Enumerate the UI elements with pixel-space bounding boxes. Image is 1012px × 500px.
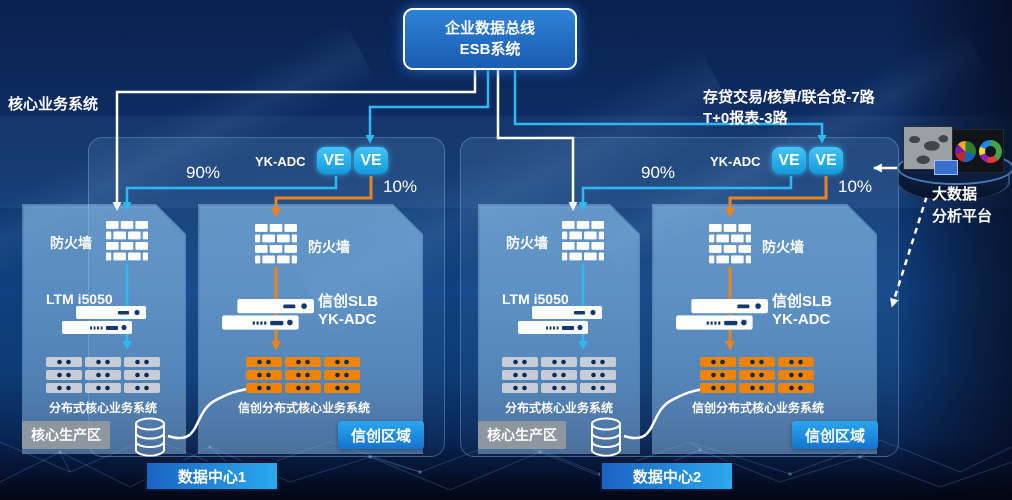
route-note: 存贷交易/核算/联合贷-7路 T+0报表-3路 [703,86,875,128]
platform-mini-screen [934,160,958,175]
dc1-z1-load-balancer-icon [62,306,146,338]
dc2-ve-badges: VE VE [772,147,843,174]
dc2-yk-adc-label: YK-ADC [710,154,761,169]
dc1-z2-server-rack-icon [246,357,282,393]
dc1-z2-server-rack-icon [285,357,321,393]
dc1-ve-badges: VE VE [317,147,388,174]
dc1-percent-90: 90% [186,163,221,182]
donut-chart-icon [979,139,1002,163]
dc1-z1-lb-label: LTM i5050 [46,291,113,307]
dc1-z1-zone-badge: 核心生产区 [22,421,110,449]
dc1-z1-firewall-icon [106,221,148,261]
dc2-z2-firewall-icon [709,224,751,264]
core-business-system-title: 核心业务系统 [8,96,99,113]
esb-title-line1: 企业数据总线 [444,20,535,37]
dc1-z1-servers-label: 分布式核心业务系统 [48,401,157,415]
bigdata-label-line1: 大数据 [932,186,978,203]
dc1-z2-zone-badge: 信创区域 [338,421,424,449]
dc2-ve-badge-2: VE [809,147,843,174]
dc2-z2-server-rack-icon [778,357,814,393]
dc2-z1-firewall-icon [562,221,604,261]
dc2-z2-lb-label1: 信创SLB [772,293,833,310]
dc2-percent-90: 90% [641,163,676,182]
dc2-z1-firewall-label: 防火墙 [506,235,548,251]
dc1-z2-lb-label1: 信创SLB [318,293,379,310]
dc2-z1-zone-badge: 核心生产区 [478,421,566,449]
route-note-line1: 存贷交易/核算/联合贷-7路 [703,89,875,106]
dc2-z1-load-balancer-icon [518,306,602,338]
dc1-z2-load-balancer-icon [222,299,314,334]
dc2-z2-server-rack-icon [700,357,736,393]
dc2-z2-lb-label2: YK-ADC [772,311,831,328]
dc1-z1-firewall-label: 防火墙 [50,235,92,251]
dc2-z2-server-rack-icon [739,357,775,393]
dc1-z2-firewall-label: 防火墙 [308,239,350,255]
dc1-z1-server-rack-icon [85,357,121,393]
dc1-ve-badge-1: VE [317,147,351,174]
bigdata-platform-label: 大数据 分析平台 [932,184,992,228]
esb-title-line2: ESB系统 [459,41,521,58]
dc1-z2-lb-label2: YK-ADC [318,311,377,328]
dc2-z2-lb-labels: 信创SLB YK-ADC [772,293,832,329]
dc2-z1-lb-label: LTM i5050 [502,291,569,307]
dc1-yk-adc-label: YK-ADC [255,154,306,169]
dc2-database-icon [589,417,623,457]
dc2-ve-badge-1: VE [772,147,806,174]
dc1-z1-server-rack-icon [46,357,82,393]
dc2-z2-zone-badge: 信创区域 [792,421,878,449]
dc2-z1-server-rack-icon [502,357,538,393]
dc1-ve-badge-2: VE [354,147,388,174]
dc1-z1-server-rack-icon [124,357,160,393]
dc1-z2-lb-labels: 信创SLB YK-ADC [318,293,378,329]
dc2-core-production-zone [478,204,640,454]
dc1-percent-10: 10% [383,177,418,196]
dc1-database-icon [133,417,167,457]
dc2-z2-servers-label: 信创分布式核心业务系统 [691,401,824,415]
charts-dashboard-icon [952,129,1004,173]
dc1-z2-servers-label: 信创分布式核心业务系统 [237,401,370,415]
pie-chart-icon [955,140,976,162]
dc2-z2-firewall-label: 防火墙 [762,239,804,255]
dc2-z1-server-rack-icon [541,357,577,393]
bigdata-label-line2: 分析平台 [932,208,993,225]
dc1-z2-server-rack-icon [324,357,360,393]
dc2-z2-load-balancer-icon [676,299,768,334]
dc1-z2-firewall-icon [255,224,297,264]
dc2-percent-10: 10% [838,177,873,196]
datacenter2-badge: 数据中心2 [600,461,734,491]
esb-system-box: 企业数据总线 ESB系统 [403,8,577,70]
datacenter1-badge: 数据中心1 [145,461,279,491]
dc2-z1-server-rack-icon [580,357,616,393]
dc2-z1-servers-label: 分布式核心业务系统 [504,401,613,415]
route-note-line2: T+0报表-3路 [703,110,788,127]
